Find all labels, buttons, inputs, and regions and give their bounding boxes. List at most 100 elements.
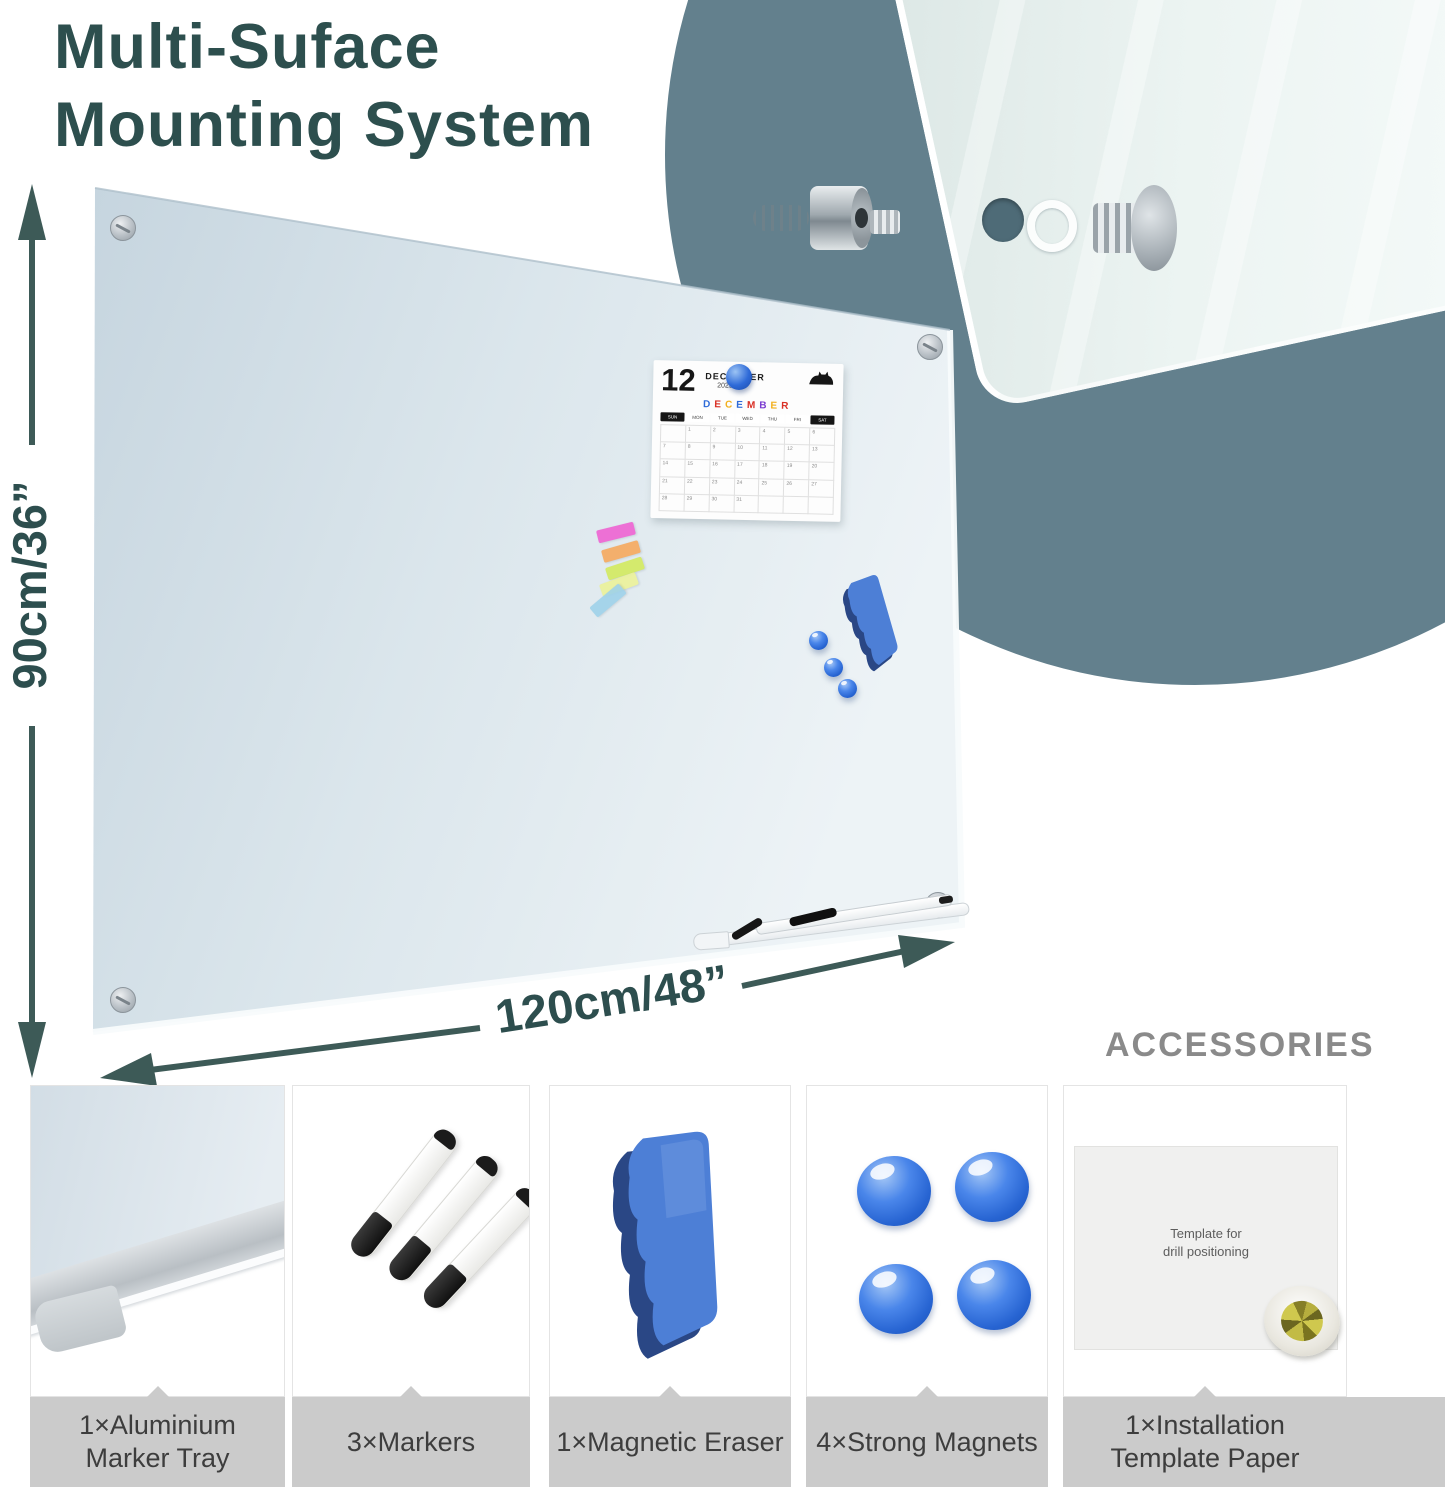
accessory-label-magnets: 4×Strong Magnets [806,1386,1048,1487]
band-notch [915,1386,939,1398]
calendar-day-cell: 18 [759,461,785,480]
calendar-weekday: SAT [810,415,835,425]
page-title: Multi-Suface Mounting System [54,8,594,164]
calendar-day-cell: 22 [684,477,710,496]
calendar-day-cell: 23 [709,477,735,496]
title-line-1: Multi-Suface [54,12,441,82]
calendar-day-cell: 4 [760,427,786,445]
title-line-2: Mounting System [54,90,595,160]
calendar-day-cell: 19 [784,462,810,480]
accessory-label-text: 1×Installation Template Paper [1110,1410,1300,1473]
calendar-day-cell: 15 [685,460,711,478]
height-dimension-label: 90cm/36” [3,480,56,690]
glass-drill-hole-icon [982,198,1024,242]
accessory-label-text: 1×Aluminium Marker Tray [79,1410,236,1473]
template-text-line-1: Template for [1170,1226,1242,1241]
board-magnet-2 [824,658,843,677]
calendar-day-cell: 10 [735,443,761,462]
calendar-day-cell: 16 [709,460,736,479]
calendar-colored-letter: E [736,399,748,411]
calendar-day-cell [783,496,809,515]
calendar-day-cell: 29 [684,494,710,513]
inset-content [665,0,1445,685]
calendar-day-cell: 20 [809,462,835,481]
calendar-day-cell: 8 [685,442,711,461]
calendar-day-cell: 12 [784,444,811,463]
board-screw-bottom-left [110,987,136,1013]
accessory-image-magnets [806,1085,1048,1397]
calendar-weekday: WED [735,413,760,424]
calendar-day-number: 12 [660,362,697,398]
wall-screw-icon [753,205,809,231]
magnet-icon-2 [955,1152,1029,1222]
calendar-day-cell: 17 [734,461,760,479]
calendar-weekday: SUN [660,412,685,422]
calendar-day-cell: 26 [784,479,810,498]
magnet-icon-1 [857,1156,931,1226]
calendar-colored-letter: R [781,400,793,412]
calendar-day-cell: 9 [710,443,736,462]
eraser-icon [612,1131,718,1359]
marker-icon-3 [418,1183,529,1314]
band-notch [399,1386,423,1398]
magnet-icon-3 [859,1264,933,1334]
template-text-line-2: drill positioning [1163,1244,1249,1259]
threaded-stud-icon [870,210,900,234]
accessories-heading: ACCESSORIES [1105,1026,1375,1064]
band-notch [1193,1386,1217,1398]
accessory-label-text: 3×Markers [346,1426,476,1457]
accessory-image-markers [292,1085,530,1397]
marker-icon-1 [346,1125,462,1262]
calendar-day-cell: 30 [709,495,735,513]
calendar-day-cell: 11 [759,444,786,463]
calendar-month-letters: DECEMBER [653,398,843,413]
calendar-weekday: MON [685,412,710,423]
accessory-label-text: 1×Magnetic Eraser [556,1426,784,1457]
calendar-day-cell: 14 [660,459,686,478]
calendar-weekday: TUE [710,413,735,423]
calendar-day-cell [660,425,687,443]
calendar-day-cell: 21 [659,476,686,495]
band-notch [658,1386,682,1398]
calendar-colored-letter: D [702,399,715,411]
calendar-day-cell: 28 [659,493,685,512]
standoff-socket-icon [855,208,868,228]
calendar-day-cell: 27 [808,479,835,498]
eraser-on-board [842,575,898,672]
calendar-day-cell [758,496,785,514]
accessory-label-markers: 3×Markers [292,1386,530,1487]
accessory-label-marker-tray: 1×Aluminium Marker Tray [30,1386,285,1487]
band-notch [146,1386,170,1398]
board-magnet-1 [809,631,828,650]
accessory-label-text: 4×Strong Magnets [816,1426,1038,1457]
calendar-magnet-pin [726,364,752,390]
calendar-day-cell: 2 [710,426,736,444]
calendar-colored-letter: B [759,400,771,412]
accessory-image-marker-tray [30,1085,285,1397]
calendar-day-cell: 7 [660,442,686,461]
calendar-day-cell: 31 [734,495,760,514]
calendar-colored-letter: E [770,400,782,412]
template-paper-text: Template for drill positioning [1075,1225,1337,1261]
tray-end-cap [692,931,730,951]
gasket-ring-icon [1027,200,1077,252]
accessory-image-eraser [549,1085,791,1397]
cap-bolt-head-icon [1131,185,1177,271]
calendar-day-cell: 24 [734,478,760,497]
calendar-day-cell: 3 [735,426,761,445]
magnet-icon-4 [957,1260,1031,1330]
accessory-label-template: 1×Installation Template Paper [1063,1386,1445,1487]
calendar-colored-letter: M [746,399,760,412]
calendar-day-cell: 25 [759,478,785,497]
board-screw-top-left [110,215,136,241]
calendar-day-cell: 5 [785,427,811,446]
board-magnet-3 [838,679,857,698]
cat-doodle-icon [807,369,834,391]
calendar-day-cell: 1 [685,425,712,444]
calendar-sheet: 12 DECEMBER 2025 DECEMBER SUNMONTUEWEDTH… [650,360,844,522]
calendar-colored-letter: E [714,399,726,411]
accessory-label-eraser: 1×Magnetic Eraser [549,1386,791,1487]
